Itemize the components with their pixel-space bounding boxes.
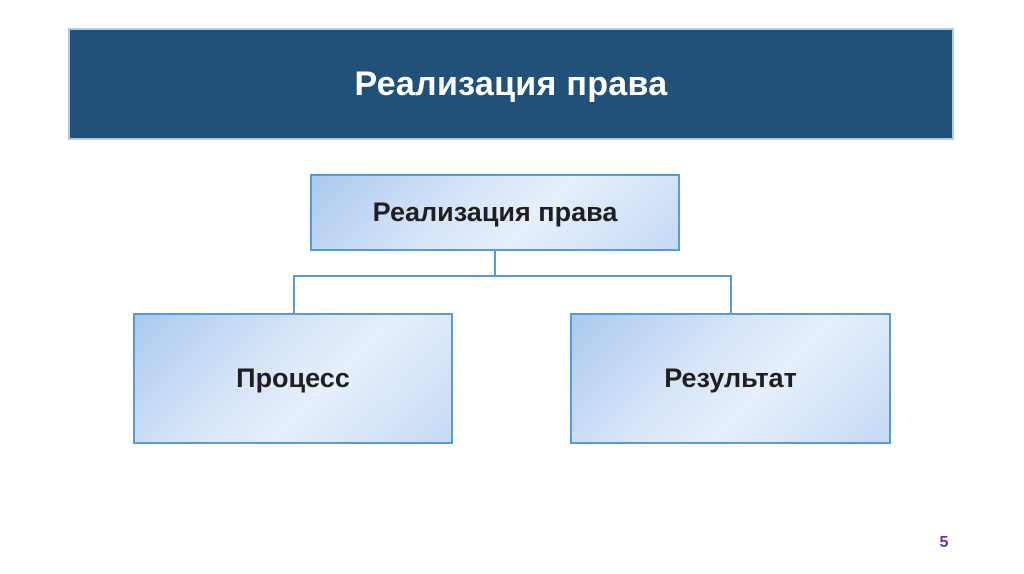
connector-left-drop bbox=[293, 277, 295, 313]
diagram-root-label: Реализация права bbox=[372, 197, 618, 227]
diagram-child-box-result: Результат bbox=[570, 313, 891, 444]
slide-title-banner: Реализация права bbox=[68, 28, 954, 140]
diagram-child-label-result: Результат bbox=[664, 363, 797, 393]
diagram-child-label-process: Процесс bbox=[236, 363, 350, 393]
slide-title: Реализация права bbox=[354, 64, 668, 103]
connector-right-drop bbox=[730, 277, 732, 313]
diagram-root-box: Реализация права bbox=[310, 174, 680, 251]
connector-horizontal-bar bbox=[293, 275, 732, 277]
diagram-child-box-process: Процесс bbox=[133, 313, 453, 444]
page-number: 5 bbox=[939, 534, 949, 551]
connector-root-stem bbox=[494, 251, 496, 276]
